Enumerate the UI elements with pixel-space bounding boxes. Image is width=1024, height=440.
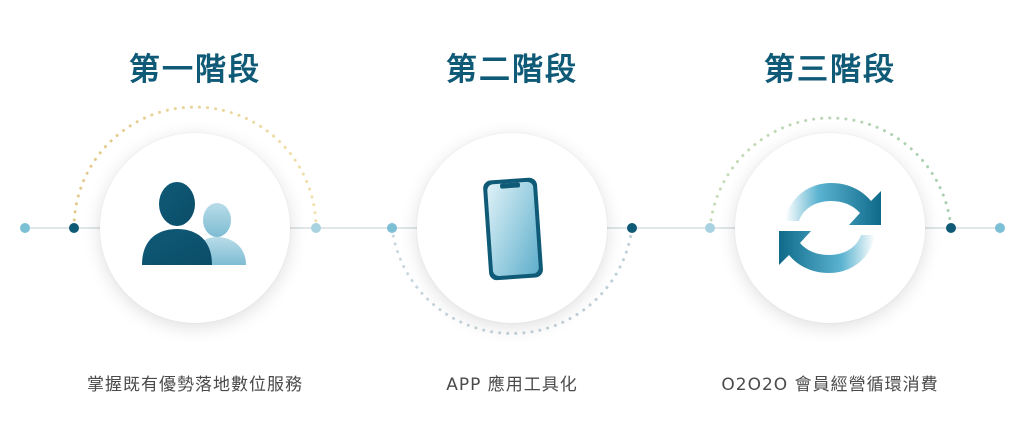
- node-stage2-left: [387, 223, 397, 233]
- stage2-title: 第二階段: [446, 52, 578, 88]
- stage2-caption: APP 應用工具化: [446, 375, 578, 395]
- stage3-title: 第三階段: [764, 52, 896, 88]
- node-end: [995, 223, 1005, 233]
- node-stage2-right: [627, 223, 637, 233]
- users-icon: [142, 182, 246, 265]
- stage1-arc: [72, 105, 318, 230]
- stage1-title: 第一階段: [129, 52, 261, 88]
- stage3-circle: [735, 133, 925, 323]
- stage3-caption: O2O2O 會員經營循環消費: [721, 375, 939, 395]
- node-start: [20, 223, 30, 233]
- refresh-cycle-icon: [779, 183, 881, 273]
- smartphone-icon: [483, 177, 543, 281]
- stage3-arc: [708, 116, 953, 230]
- node-stage3-left: [705, 223, 715, 233]
- node-stage3-right: [946, 223, 956, 233]
- stage1-caption: 掌握既有優勢落地數位服務: [87, 375, 303, 395]
- stage1-circle: [100, 133, 290, 323]
- node-stage1-right: [311, 223, 321, 233]
- node-stage1-left: [69, 223, 79, 233]
- stage2-circle: [417, 133, 607, 323]
